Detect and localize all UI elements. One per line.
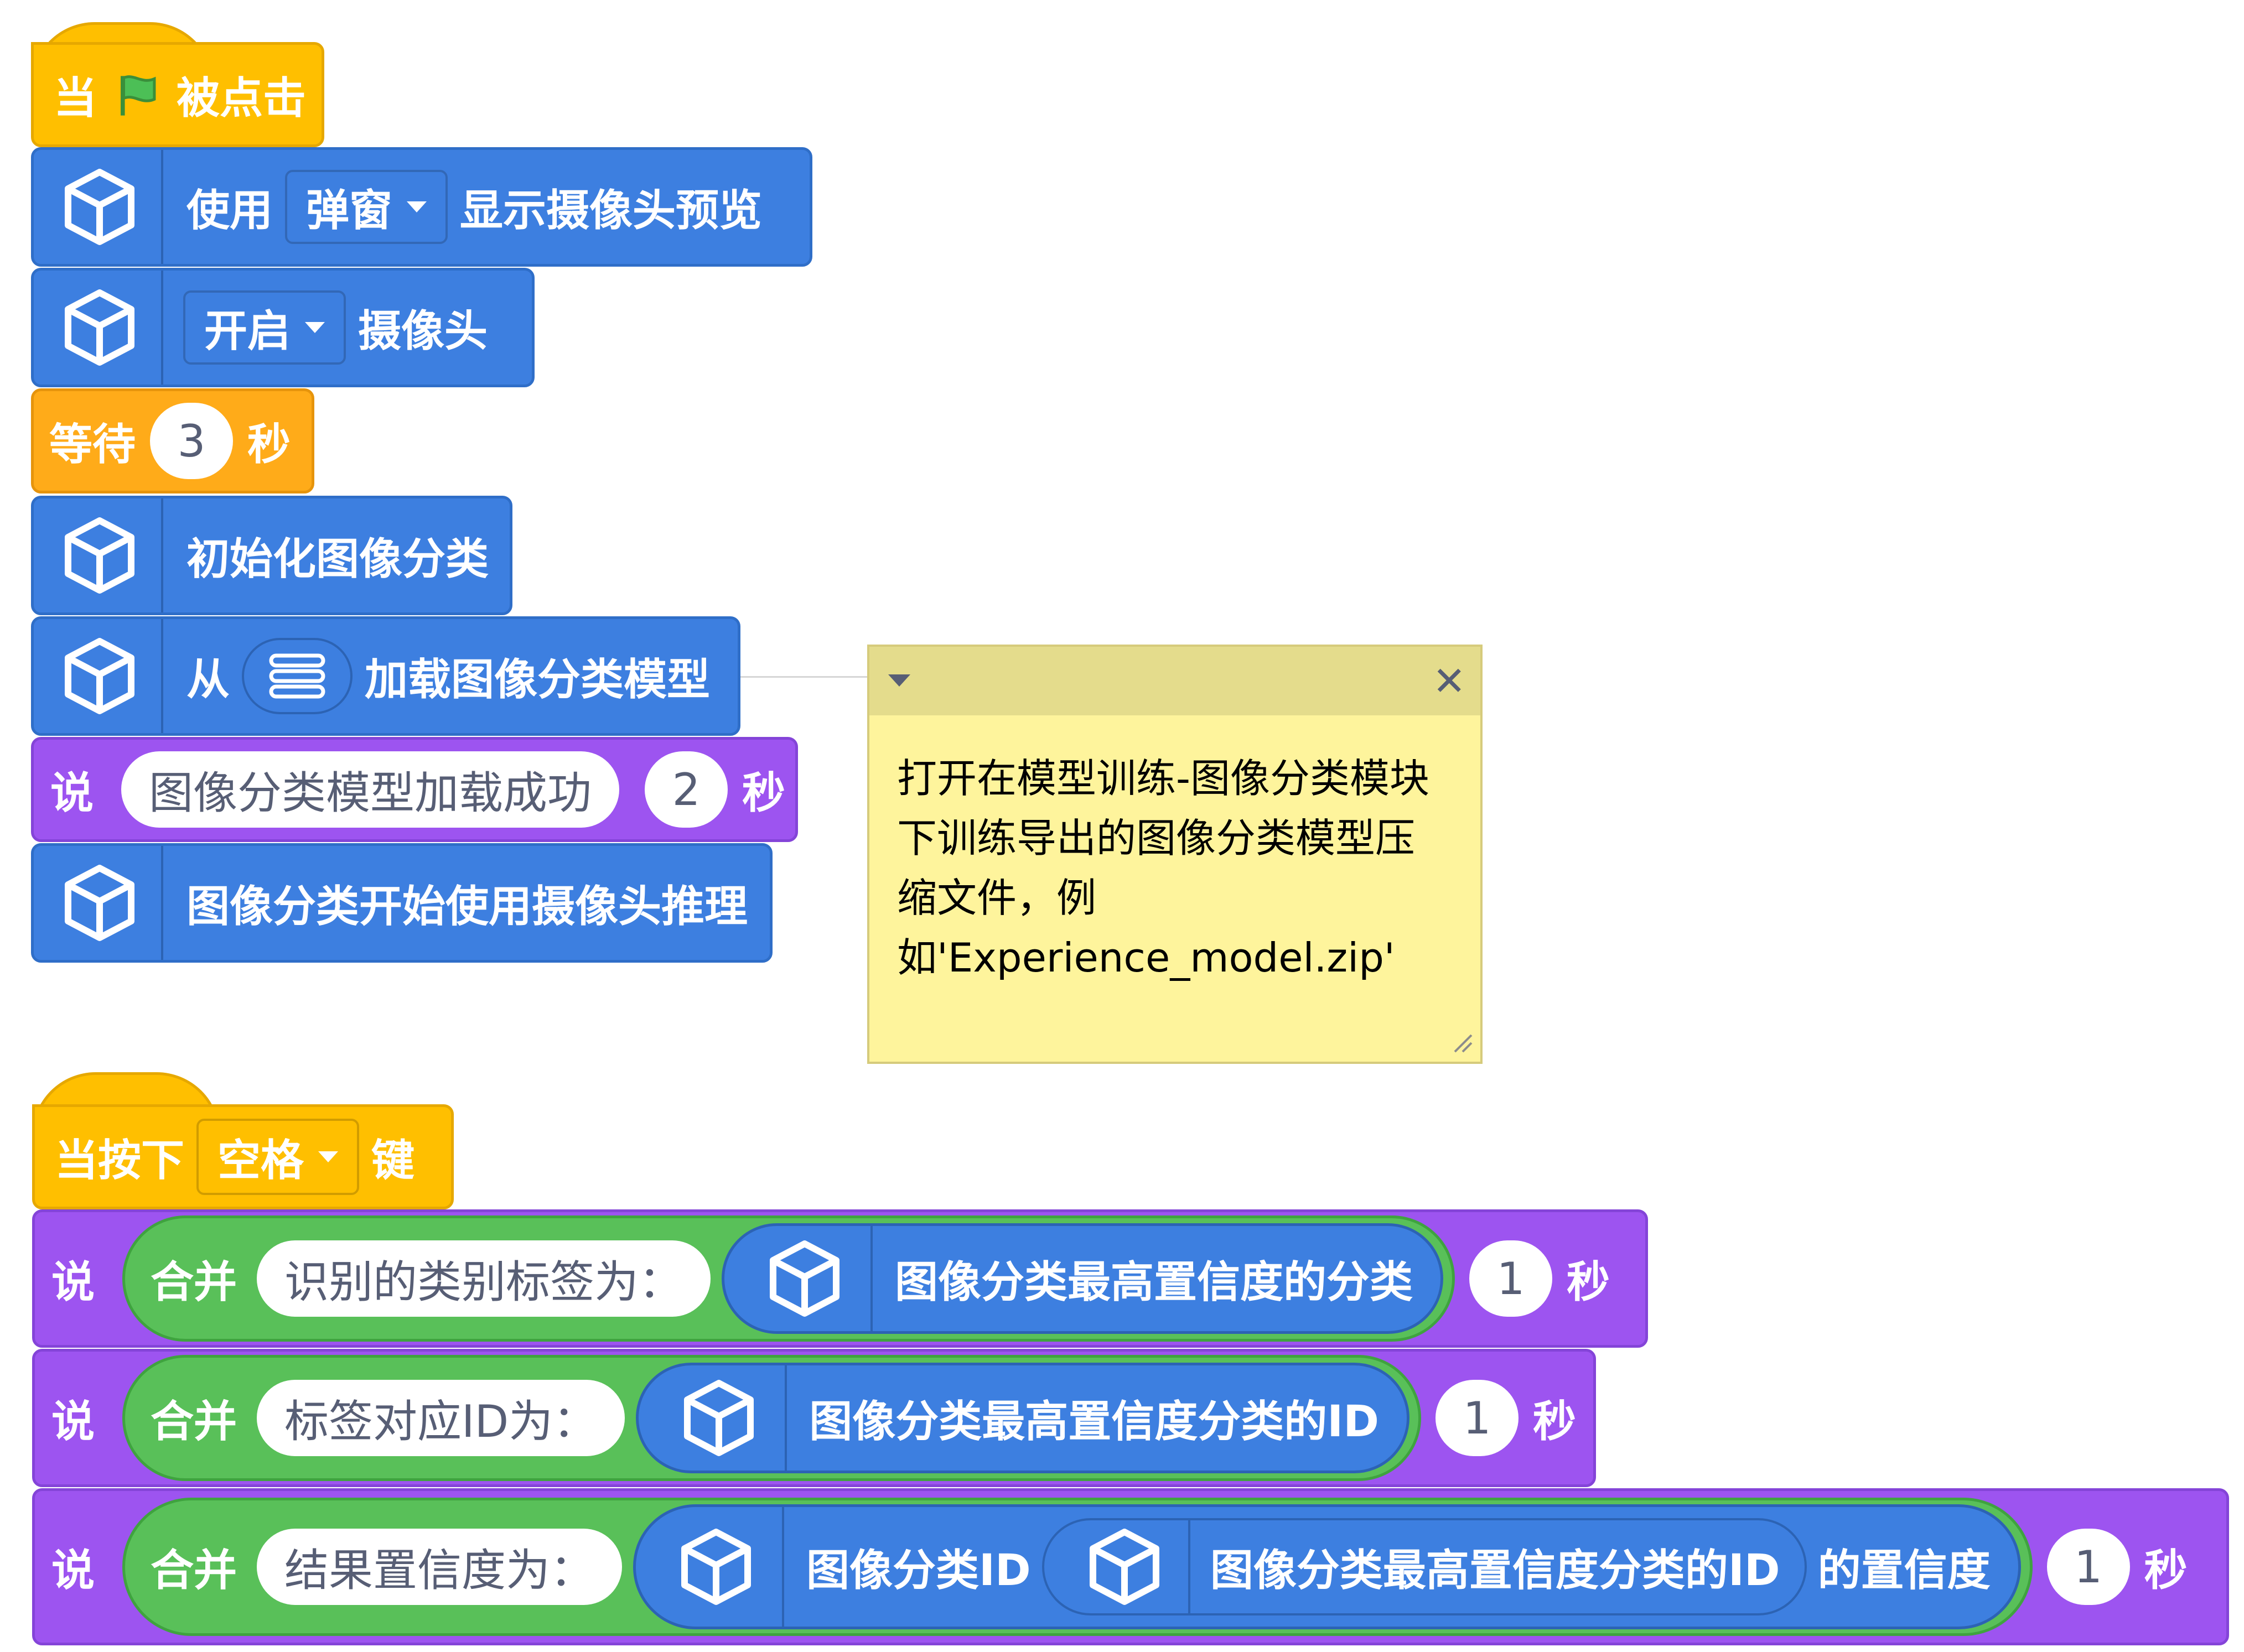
say-label: 说 [50,768,94,818]
cube-icon [34,150,163,264]
comment-header[interactable]: ✕ [869,647,1480,715]
block-text: 图像分类开始使用摄像头推理 [186,882,748,932]
load-model-block[interactable]: 从 加载图像分类模型 [31,616,740,736]
block-post-text: 摄像头 [358,306,488,356]
join-text-input[interactable]: 识别的类别标签为： [257,1240,711,1317]
preview-mode-dropdown[interactable]: 弹窗 [285,170,448,244]
class-id-confidence-reporter[interactable]: 图像分类ID 图像分类最高置信度分类的ID 的置信度 [633,1504,2021,1629]
say-label: 说 [51,1546,95,1596]
say-unit: 秒 [1567,1258,1610,1307]
say-seconds-input[interactable]: 1 [2046,1529,2130,1605]
wait-seconds-input[interactable]: 3 [150,403,234,479]
say-seconds-input[interactable]: 1 [1469,1240,1553,1317]
chevron-down-icon [407,201,427,212]
comment-connector [740,676,867,678]
key-dropdown[interactable]: 空格 [196,1119,360,1195]
block-post-text: 显示摄像头预览 [460,186,763,236]
cube-icon [34,498,163,612]
init-image-classification-block[interactable]: 初始化图像分类 [31,496,512,615]
dropdown-value: 弹窗 [306,186,393,236]
reporter-pre-text: 图像分类ID [806,1546,1031,1596]
top-confidence-class-reporter[interactable]: 图像分类最高置信度的分类 [722,1223,1444,1334]
join-text-input[interactable]: 标签对应ID为： [257,1380,625,1456]
comment-line: 下训练导出的图像分类模型压 [897,815,1416,861]
dropdown-value: 空格 [217,1136,304,1186]
comment-line: 缩文件，例 [897,875,1097,921]
cube-icon [639,1365,787,1471]
reporter-text: 图像分类最高置信度的分类 [895,1258,1413,1307]
block-post-text: 加载图像分类模型 [365,655,711,705]
start-camera-inference-block[interactable]: 图像分类开始使用摄像头推理 [31,843,773,963]
reporter-text: 图像分类最高置信度分类的ID [809,1397,1380,1447]
say-message-input[interactable]: 图像分类模型加载成功 [121,751,620,828]
camera-state-dropdown[interactable]: 开启 [183,290,346,365]
wait-unit: 秒 [247,420,291,470]
comment-note[interactable]: ✕ 打开在模型训练-图像分类模块 下训练导出的图像分类模型压 缩文件，例 如'E… [867,645,1483,1064]
join-reporter[interactable]: 合并 标签对应ID为： 图像分类最高置信度分类的ID [122,1355,1422,1481]
cube-icon [34,619,163,733]
comment-body[interactable]: 打开在模型训练-图像分类模块 下训练导出的图像分类模型压 缩文件，例 如'Exp… [869,715,1480,988]
comment-line: 打开在模型训练-图像分类模块 [897,755,1429,802]
when-key-pressed-block[interactable]: 当按下 空格 键 [32,1104,454,1209]
join-reporter[interactable]: 合并 结果置信度为： 图像分类ID 图像分类最高置信度分类的ID 的置信度 [122,1498,2033,1636]
top-confidence-class-id-reporter[interactable]: 图像分类最高置信度分类的ID [636,1363,1410,1473]
say-unit: 秒 [1533,1397,1577,1447]
say-for-secs-block[interactable]: 说 合并 识别的类别标签为： 图像分类最高置信度的分类 1 秒 [32,1209,1648,1348]
triangle-down-icon[interactable] [888,674,910,687]
cube-icon [34,846,163,960]
say-seconds-input[interactable]: 2 [645,751,728,828]
reporter-post-text: 的置信度 [1817,1546,1991,1596]
when-flag-clicked-block[interactable]: 当 被点击 [31,42,324,147]
say-for-secs-block[interactable]: 说 图像分类模型加载成功 2 秒 [31,737,798,842]
say-seconds-input[interactable]: 1 [1435,1380,1519,1456]
wait-label: 等待 [49,420,136,470]
cube-icon [636,1507,785,1627]
cube-icon [724,1226,873,1331]
say-unit: 秒 [2144,1546,2188,1596]
join-label: 合并 [151,1546,237,1596]
close-icon[interactable]: ✕ [1432,658,1466,704]
list-icon[interactable] [242,638,353,714]
cube-icon [34,271,163,385]
reporter-text: 图像分类最高置信度分类的ID [1210,1546,1780,1596]
join-label: 合并 [151,1258,237,1307]
hat-prefix: 当 [54,74,97,123]
join-label: 合并 [151,1397,237,1447]
hat-suffix: 被点击 [177,74,307,123]
block-pre-text: 使用 [186,186,273,236]
resize-handle-icon[interactable] [1449,1030,1474,1056]
camera-switch-block[interactable]: 开启 摄像头 [31,268,535,387]
hat-suffix: 键 [371,1136,415,1186]
comment-line: 如'Experience_model.zip' [897,934,1395,981]
say-for-secs-block[interactable]: 说 合并 结果置信度为： 图像分类ID 图像分类最高置信度分类的ID 的置信度 … [32,1488,2229,1645]
wait-block[interactable]: 等待 3 秒 [31,388,314,493]
say-label: 说 [51,1258,95,1307]
green-flag-icon [113,71,160,118]
dropdown-value: 开启 [204,306,291,356]
say-unit: 秒 [742,768,786,818]
hat-prefix: 当按下 [55,1136,185,1186]
top-confidence-class-id-reporter[interactable]: 图像分类最高置信度分类的ID [1041,1518,1807,1615]
block-text: 初始化图像分类 [186,534,489,584]
camera-preview-block[interactable]: 使用 弹窗 显示摄像头预览 [31,147,812,267]
join-text-input[interactable]: 结果置信度为： [257,1529,623,1605]
block-pre-text: 从 [186,655,230,705]
chevron-down-icon [305,322,325,333]
chevron-down-icon [318,1151,339,1162]
cube-icon [1044,1520,1190,1613]
say-for-secs-block[interactable]: 说 合并 标签对应ID为： 图像分类最高置信度分类的ID 1 秒 [32,1349,1596,1487]
say-label: 说 [51,1397,95,1447]
join-reporter[interactable]: 合并 识别的类别标签为： 图像分类最高置信度的分类 [122,1215,1455,1342]
